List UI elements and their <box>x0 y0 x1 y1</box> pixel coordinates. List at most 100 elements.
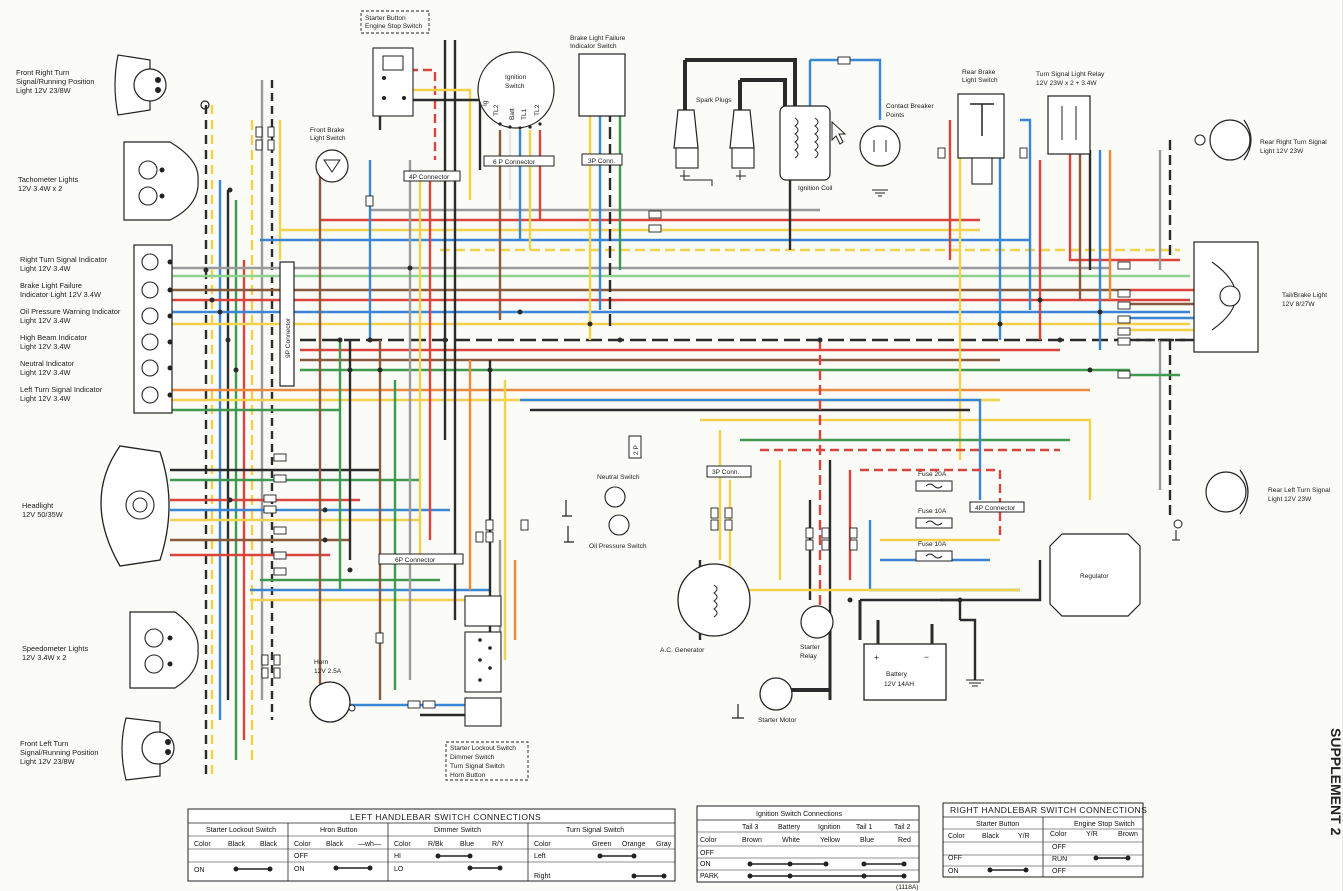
front-right-turn-line3: Light 12V 23/8W <box>16 86 71 95</box>
ignition-table-code: (1118A) <box>896 884 918 891</box>
indicator-high-beam-1: High Beam Indicator <box>20 333 87 342</box>
front-right-turn-label: Front Right Turn Signal/Running Position… <box>16 68 94 95</box>
fuse-10a-2-label: Fuse 10A <box>918 541 947 548</box>
left-handlebar-switch-unit: Starter Lockout Switch Dimmer Switch Tur… <box>445 595 529 781</box>
starter-button-label-1: Starter Button <box>365 15 406 22</box>
starter-h2: Y/R <box>1018 833 1030 840</box>
left-handlebar-label-3: Turn Signal Switch <box>450 763 505 770</box>
dimmer-h3: R/Y <box>492 841 504 848</box>
mouse-cursor-icon <box>831 120 847 145</box>
connector-4p-top-label: 4P Connector <box>409 174 450 181</box>
lockout-h2: Black <box>260 841 278 848</box>
dimmer-h0: Color <box>394 841 411 848</box>
lockout-h1: Black <box>228 841 246 848</box>
indicator-neutral-2: Light 12V 3.4W <box>20 368 71 377</box>
horn-group-label: Hron Button <box>320 827 357 834</box>
left-handlebar-label-4: Horn Button <box>450 772 486 779</box>
connector-4p-top: 4P Connector <box>403 170 461 182</box>
supplement-margin-text: SUPPLEMENT 2 <box>1328 728 1343 836</box>
rear-right-turn-line1: Rear Right Turn Signal <box>1260 139 1327 146</box>
ignition-switch-label-2: Switch <box>505 83 525 90</box>
front-right-turn-lamp <box>114 54 210 116</box>
ignition-pin-tl1: TL1 <box>521 108 528 120</box>
turn-r0: Left <box>534 853 546 860</box>
connector-6p-bottom: 6P Connector <box>378 553 464 565</box>
turn-h3: Gray <box>656 841 672 848</box>
stop-group-label: Engine Stop Switch <box>1074 821 1135 828</box>
starter-motor-label: Starter Motor <box>758 717 797 724</box>
front-brake-switch: Front Brake Light Switch <box>310 127 349 183</box>
rear-left-turn-line2: Light 12V 23W <box>1268 496 1312 503</box>
ignition-c2: White <box>782 837 800 844</box>
left-handlebar-label-2: Dimmer Switch <box>450 754 495 761</box>
spark-plugs: Spark Plugs <box>673 97 755 186</box>
front-brake-label-1: Front Brake <box>310 127 345 134</box>
rear-brake-switch: Rear Brake Light Switch <box>957 69 1005 185</box>
starter-h1: Black <box>982 833 1000 840</box>
turn-h2: Orange <box>622 841 645 848</box>
starter-r1: ON <box>948 868 959 875</box>
fuse-10a-1-label: Fuse 10A <box>918 508 947 515</box>
brake-failure-switch: Brake Light Failure Indicator Switch 3P … <box>570 35 626 166</box>
horn-h0: Color <box>294 841 311 848</box>
ignition-pin-ig: Ig <box>482 100 489 106</box>
ignition-pin-batt: Batt <box>509 108 516 120</box>
ignition-h1: Battery <box>778 824 801 831</box>
rear-left-turn-lamp: Rear Left Turn Signal Light 12V 23W <box>1173 469 1331 529</box>
ignition-switch-table: Ignition Switch Connections Tail 3 Batte… <box>696 805 920 891</box>
connector-6p-top: 6 P Connector <box>483 155 555 167</box>
battery-plus: + <box>874 652 879 662</box>
turn-h0: Color <box>534 841 551 848</box>
neutral-switch: Neutral Switch <box>562 474 640 517</box>
starter-group-label: Starter Button <box>976 821 1019 828</box>
brake-failure-label-2: Indicator Switch <box>570 43 617 50</box>
dimmer-h1: R/Bk <box>428 841 444 848</box>
lockout-h0: Color <box>194 841 211 848</box>
horn: Horn 12V 2.5A <box>309 659 356 723</box>
stop-r1: RUN <box>1052 856 1067 863</box>
battery: + − Battery 12V 14AH <box>863 620 947 701</box>
ignition-h3: Tail 1 <box>856 824 872 831</box>
contact-breaker-label-1: Contact Breaker <box>886 103 934 110</box>
ac-generator: A.C. Generator <box>660 563 751 654</box>
dimmer-r0: HI <box>394 853 401 860</box>
stop-r0: OFF <box>1052 844 1066 851</box>
starter-button-box: Starter Button Engine Stop Switch <box>360 10 430 117</box>
ignition-switch-label-1: Ignition <box>505 74 527 81</box>
right-table-title: RIGHT HANDLEBAR SWITCH CONNECTIONS <box>950 805 1147 815</box>
connector-2p: 2 P <box>628 435 642 459</box>
regulator-label: Regulator <box>1080 573 1109 580</box>
tail-brake-light: Tail/Brake Light 12V 8/27W <box>1193 241 1327 353</box>
indicator-neutral-1: Neutral Indicator <box>20 359 75 368</box>
tachometer-lights: Tachometer Lights 12V 3.4W x 2 <box>18 141 199 221</box>
ignition-pin-tl2: TL2 <box>534 104 541 116</box>
speedometer-label-1: Speedometer Lights <box>22 644 88 653</box>
connector-3p-top-label: 3P Conn. <box>588 158 616 165</box>
front-right-turn-line1: Front Right Turn <box>16 68 69 77</box>
brake-failure-label-1: Brake Light Failure <box>570 35 626 42</box>
turn-relay-label-2: 12V 23W x 2 + 3.4W <box>1036 80 1097 87</box>
stop-r2: OFF <box>1052 868 1066 875</box>
battery-minus: − <box>924 652 929 662</box>
fuse-block: Fuse 20A Fuse 10A Fuse 10A <box>915 471 953 562</box>
ignition-h0: Tail 3 <box>742 824 758 831</box>
indicator-cluster: Right Turn Signal Indicator Light 12V 3.… <box>20 244 173 414</box>
front-left-turn-line1: Front Left Turn <box>20 739 68 748</box>
ignition-h2: Ignition <box>818 824 841 831</box>
front-brake-label-2: Light Switch <box>310 135 346 142</box>
contact-breaker-label-2: Points <box>886 112 905 119</box>
wire-harness <box>170 40 1200 780</box>
left-table-title: LEFT HANDLEBAR SWITCH CONNECTIONS <box>350 812 541 822</box>
ignition-c3: Yellow <box>820 837 841 844</box>
rear-brake-label-1: Rear Brake <box>962 69 996 76</box>
tachometer-label-1: Tachometer Lights <box>18 175 79 184</box>
ground-symbols <box>966 530 1180 687</box>
ignition-coil: Ignition Coil <box>779 105 833 192</box>
junction-dots <box>203 187 1103 603</box>
turn-signal-relay: Turn Signal Light Relay 12V 23W x 2 + 3.… <box>1036 71 1105 155</box>
tachometer-label-2: 12V 3.4W x 2 <box>18 184 62 193</box>
rear-right-turn-lamp: Rear Right Turn Signal Light 12V 23W <box>1194 119 1327 161</box>
headlight-label-1: Headlight <box>22 501 53 510</box>
ignition-r2: PARK <box>700 873 719 880</box>
